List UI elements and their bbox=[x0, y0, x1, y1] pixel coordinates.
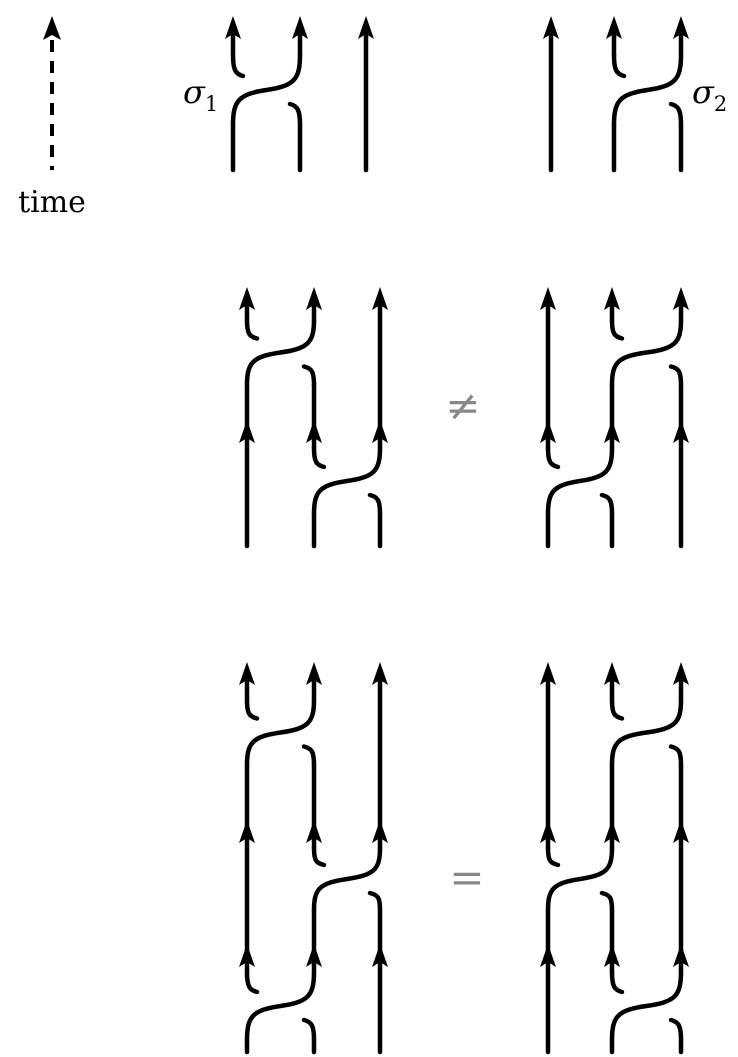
not-equal-sign: ≠ bbox=[445, 381, 480, 430]
strand-arrowhead bbox=[673, 16, 689, 39]
under-strand-lower bbox=[301, 1017, 317, 1043]
strand-arrowhead bbox=[239, 944, 255, 967]
strand-arrowhead bbox=[604, 662, 620, 685]
strand-arrowhead bbox=[673, 662, 689, 685]
over-strand bbox=[611, 52, 684, 128]
strand-arrowhead bbox=[606, 16, 622, 39]
strand-arrowhead bbox=[372, 662, 388, 685]
under-strand-lower bbox=[599, 890, 615, 913]
under-strand-upper bbox=[244, 969, 260, 995]
strand-arrowhead bbox=[372, 944, 388, 967]
strand-arrowhead bbox=[306, 944, 322, 967]
strand-arrowhead bbox=[540, 944, 556, 967]
braid-sigma2-sigma1-sigma2 bbox=[540, 662, 689, 1055]
time-axis: time bbox=[18, 16, 86, 220]
under-strand-upper bbox=[609, 697, 625, 721]
strand-arrowhead bbox=[372, 820, 388, 843]
equal-sign: = bbox=[449, 853, 484, 902]
strand-arrowhead bbox=[604, 944, 620, 967]
braid-sigma1-sigma2-sigma1 bbox=[239, 662, 388, 1055]
strand-arrowhead bbox=[306, 662, 322, 685]
strand-arrowhead bbox=[673, 820, 689, 843]
under-strand-lower bbox=[668, 744, 684, 768]
strand-arrowhead bbox=[604, 287, 620, 310]
strand-arrowhead bbox=[540, 662, 556, 685]
strand-arrowhead bbox=[673, 287, 689, 310]
under-strand-upper bbox=[244, 317, 260, 341]
time-axis-arrowhead bbox=[43, 16, 61, 40]
braid-sigma1-sigma2 bbox=[239, 287, 388, 549]
strand-arrowhead bbox=[604, 820, 620, 843]
under-strand-lower bbox=[599, 492, 615, 517]
under-strand-lower bbox=[367, 890, 383, 913]
strand-arrowhead bbox=[358, 16, 374, 39]
under-strand-lower bbox=[287, 101, 303, 128]
over-strand bbox=[609, 697, 684, 768]
strand-arrowhead bbox=[540, 820, 556, 843]
strand-arrowhead bbox=[239, 287, 255, 310]
strand-arrowhead bbox=[239, 820, 255, 843]
braid-sigma2-sigma1 bbox=[540, 287, 689, 549]
over-strand bbox=[311, 445, 383, 517]
over-strand bbox=[311, 845, 383, 913]
strand-arrowhead bbox=[239, 420, 255, 443]
under-strand-lower bbox=[668, 1017, 684, 1043]
over-strand bbox=[230, 52, 303, 128]
braid-sigma1 bbox=[225, 16, 374, 173]
under-strand-upper bbox=[311, 845, 327, 868]
over-strand bbox=[244, 317, 317, 388]
over-strand bbox=[609, 969, 684, 1043]
strand-arrowhead bbox=[239, 662, 255, 685]
sigma2-label: σ2 bbox=[692, 73, 727, 116]
under-strand-upper bbox=[545, 445, 561, 470]
strand-arrowhead bbox=[372, 420, 388, 443]
strand-arrowhead bbox=[372, 287, 388, 310]
time-label: time bbox=[18, 185, 86, 220]
over-strand bbox=[609, 317, 684, 388]
under-strand-upper bbox=[609, 317, 625, 341]
under-strand-lower bbox=[668, 364, 684, 388]
strand-arrowhead bbox=[604, 420, 620, 443]
under-strand-upper bbox=[244, 697, 260, 721]
strand-arrowhead bbox=[306, 420, 322, 443]
strand-arrowhead bbox=[292, 16, 308, 39]
under-strand-upper bbox=[609, 969, 625, 995]
under-strand-lower bbox=[668, 101, 684, 128]
under-strand-upper bbox=[230, 52, 246, 79]
strand-arrowhead bbox=[540, 420, 556, 443]
strand-arrowhead bbox=[540, 287, 556, 310]
under-strand-upper bbox=[545, 845, 561, 868]
under-strand-upper bbox=[611, 52, 627, 79]
over-strand bbox=[545, 845, 615, 913]
under-strand-lower bbox=[301, 744, 317, 768]
strand-arrowhead bbox=[673, 420, 689, 443]
braid-sigma2 bbox=[543, 16, 689, 173]
strand-arrowhead bbox=[673, 944, 689, 967]
over-strand bbox=[244, 969, 317, 1043]
under-strand-upper bbox=[311, 445, 327, 470]
over-strand bbox=[545, 445, 615, 517]
sigma1-label: σ1 bbox=[183, 73, 218, 116]
over-strand bbox=[244, 697, 317, 768]
strand-arrowhead bbox=[225, 16, 241, 39]
strand-arrowhead bbox=[543, 16, 559, 39]
under-strand-lower bbox=[301, 364, 317, 388]
strand-arrowhead bbox=[306, 820, 322, 843]
under-strand-lower bbox=[367, 492, 383, 517]
strand-arrowhead bbox=[306, 287, 322, 310]
